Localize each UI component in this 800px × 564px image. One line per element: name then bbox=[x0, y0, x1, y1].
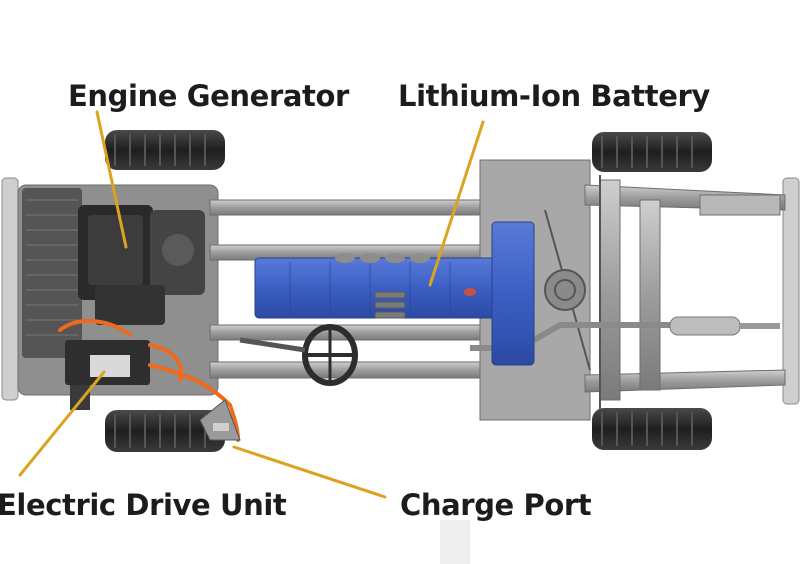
tire-rear-right bbox=[592, 408, 712, 450]
lithium-ion-battery-pack bbox=[254, 221, 535, 366]
engine-generator-unit bbox=[22, 188, 205, 358]
lithium-ion-battery-label: Lithium-Ion Battery bbox=[398, 79, 710, 113]
steering-wheel bbox=[239, 324, 358, 386]
leader-engine-generator bbox=[95, 110, 128, 249]
electric-drive-unit-label: Electric Drive Unit bbox=[0, 488, 287, 522]
stand-shadow bbox=[440, 520, 470, 564]
leader-electric-drive-unit bbox=[18, 370, 106, 477]
charge-port bbox=[199, 399, 241, 441]
engine-generator-label: Engine Generator bbox=[68, 79, 349, 113]
charge-port-label: Charge Port bbox=[400, 488, 592, 522]
tire-front-right bbox=[105, 410, 225, 452]
rear-bumper bbox=[782, 177, 800, 405]
front-bumper bbox=[1, 177, 19, 401]
tire-front-left bbox=[105, 130, 225, 170]
leader-charge-port bbox=[232, 445, 387, 499]
leader-lithium-ion-battery bbox=[428, 120, 485, 287]
tire-rear-left bbox=[592, 132, 712, 172]
rear-axle bbox=[544, 175, 601, 410]
electric-drive-unit bbox=[65, 340, 150, 410]
